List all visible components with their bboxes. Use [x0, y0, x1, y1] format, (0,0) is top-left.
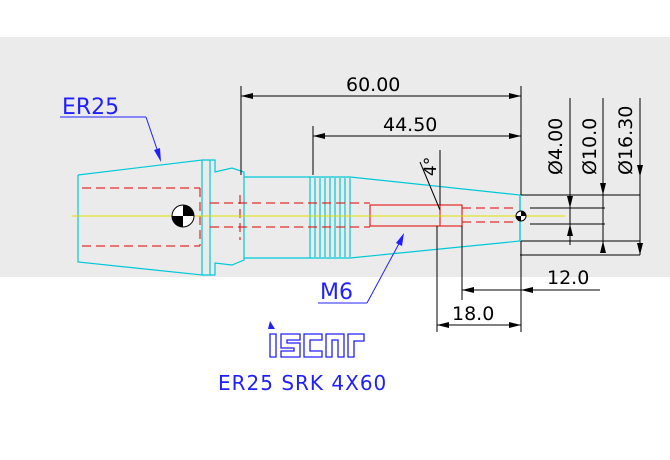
iscar-logo — [268, 321, 365, 358]
part-name: ER25 SRK 4X60 — [218, 371, 387, 395]
er25-callout: ER25 — [60, 95, 161, 162]
m6-callout: M6 — [318, 233, 404, 305]
thread-lines — [310, 176, 351, 259]
dim-len-12: 12.0 — [547, 267, 589, 289]
center-mark-left — [171, 204, 195, 228]
center-mark-right — [515, 210, 527, 222]
part-outline — [77, 159, 521, 276]
thread-label: M6 — [320, 280, 353, 305]
dim-overall-length: 60.00 — [346, 74, 400, 96]
dim-len-18: 18.0 — [452, 303, 494, 325]
dim-dia-mid: Ø10.0 — [579, 118, 601, 175]
dimension-lines — [240, 86, 641, 332]
dim-body-length: 44.50 — [383, 114, 437, 136]
title-area — [0, 277, 670, 427]
dimension-texts: 60.00 44.50 4° Ø4.00 Ø10.0 Ø16.30 12.0 1… — [346, 74, 637, 325]
dim-dia-small: Ø4.00 — [545, 118, 567, 175]
dim-dia-large: Ø16.30 — [615, 106, 637, 175]
collet-label: ER25 — [62, 95, 119, 120]
dimension-arrows — [241, 93, 643, 328]
shank-outline — [244, 176, 311, 259]
dim-taper-angle: 4° — [421, 156, 442, 176]
